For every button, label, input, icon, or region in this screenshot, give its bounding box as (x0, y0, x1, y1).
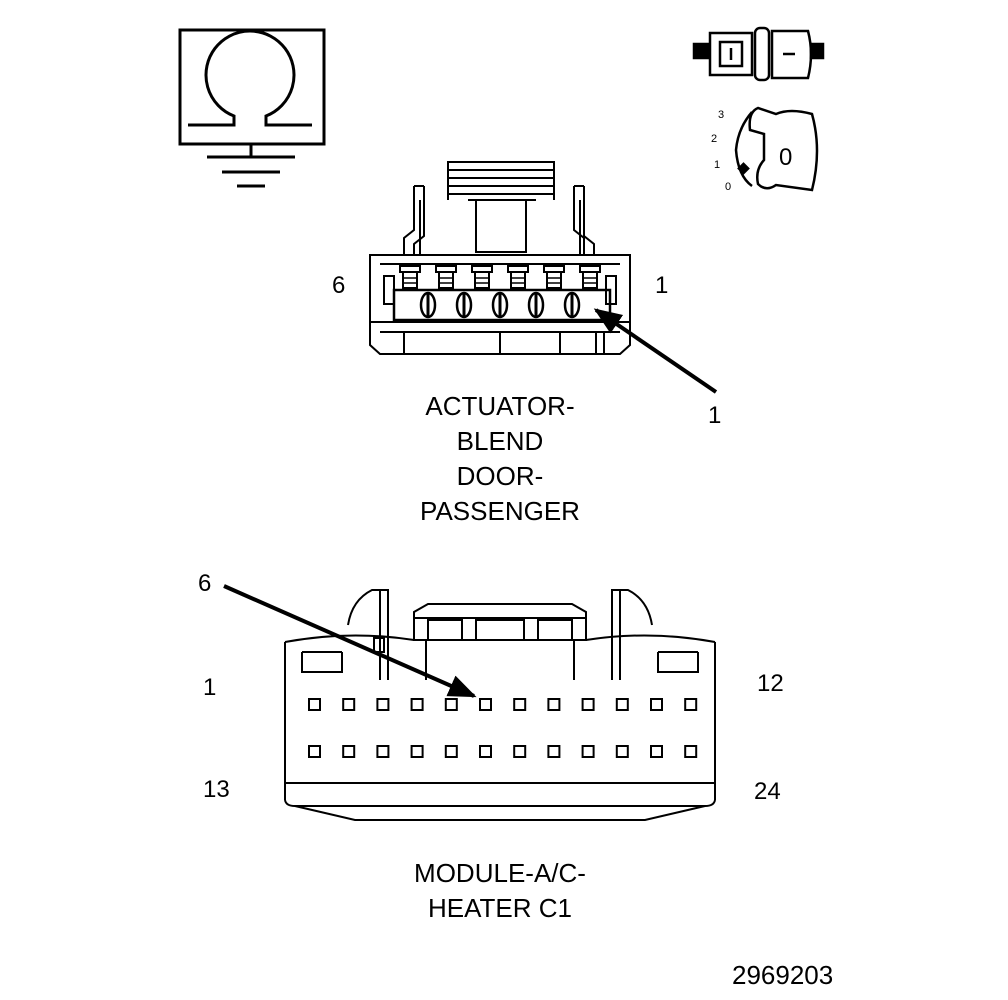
hvac-pin-cavity (342, 698, 356, 711)
figure-id: 2969203 (732, 960, 834, 990)
hvac-pin-cavity (650, 698, 663, 711)
actuator-callout-label: 1 (708, 402, 722, 429)
hvac-pin-bottom-right-label: 24 (754, 778, 781, 805)
actuator-title-line-3: DOOR- (456, 461, 544, 491)
hvac-pin-cavity (615, 745, 629, 758)
key-position-0: 0 (725, 181, 731, 193)
actuator-title: ACTUATOR- BLEND DOOR- PASSENGER (380, 389, 620, 529)
actuator-pin-row (399, 265, 601, 319)
hvac-pin-cavity (410, 745, 424, 758)
ignition-key-icon (734, 106, 819, 192)
hvac-pin-cavity (444, 698, 458, 711)
hvac-pin-cavity (650, 745, 663, 758)
ohmmeter-ground-icon (178, 28, 326, 188)
hvac-pin-cavity (342, 745, 356, 758)
hvac-pin-cavity (479, 745, 492, 758)
actuator-terminal (419, 265, 457, 319)
hvac-module-callout-label: 6 (198, 570, 212, 597)
hvac-pin-cavity (410, 698, 424, 711)
hvac-module-title-line-2: HEATER C1 (428, 893, 572, 923)
hvac-pin-cavity (581, 745, 595, 758)
hvac-pin-cavity (513, 698, 527, 711)
hvac-pin-cavity (376, 745, 390, 758)
hvac-module-callout-arrow (223, 584, 477, 698)
hvac-pin-cavity (513, 745, 527, 758)
hvac-pin-cavity (308, 745, 321, 758)
hvac-pin-cavity (479, 698, 492, 711)
hvac-pin-cavity (581, 698, 595, 711)
actuator-pin-right-label: 1 (655, 272, 669, 299)
hvac-module-title-line-1: MODULE-A/C- (414, 858, 586, 888)
key-position-3: 3 (718, 109, 724, 121)
hvac-pin-top-right-label: 12 (757, 670, 784, 697)
inline-connector-icon (692, 26, 825, 82)
key-label: 0 (779, 144, 792, 171)
actuator-terminal (491, 265, 529, 319)
hvac-pin-cavity (684, 745, 698, 758)
hvac-pin-cavity (615, 698, 629, 711)
actuator-pin-left-label: 6 (332, 272, 346, 299)
actuator-callout-arrow (593, 308, 718, 394)
hvac-pin-cavity (547, 745, 561, 758)
actuator-terminal (455, 265, 493, 319)
hvac-pin-top-left-label: 1 (203, 674, 217, 701)
actuator-title-line-1: ACTUATOR- (425, 391, 575, 421)
actuator-terminal (563, 265, 601, 319)
hvac-pin-cavity (444, 745, 458, 758)
key-position-1: 1 (714, 159, 720, 171)
hvac-pin-bottom-left-label: 13 (203, 776, 230, 803)
hvac-module-connector (284, 589, 716, 821)
actuator-terminal (399, 265, 421, 289)
actuator-title-line-2: BLEND (456, 426, 544, 456)
actuator-terminal (527, 265, 565, 319)
hvac-module-pin-grid (308, 698, 698, 758)
hvac-pin-cavity (547, 698, 561, 711)
actuator-title-line-4: PASSENGER (420, 496, 580, 526)
hvac-pin-cavity (308, 698, 321, 711)
hvac-pin-cavity (684, 698, 698, 711)
hvac-module-title: MODULE-A/C- HEATER C1 (360, 856, 640, 926)
key-position-2: 2 (711, 133, 717, 145)
hvac-pin-cavity (376, 698, 390, 711)
actuator-connector (369, 161, 631, 355)
